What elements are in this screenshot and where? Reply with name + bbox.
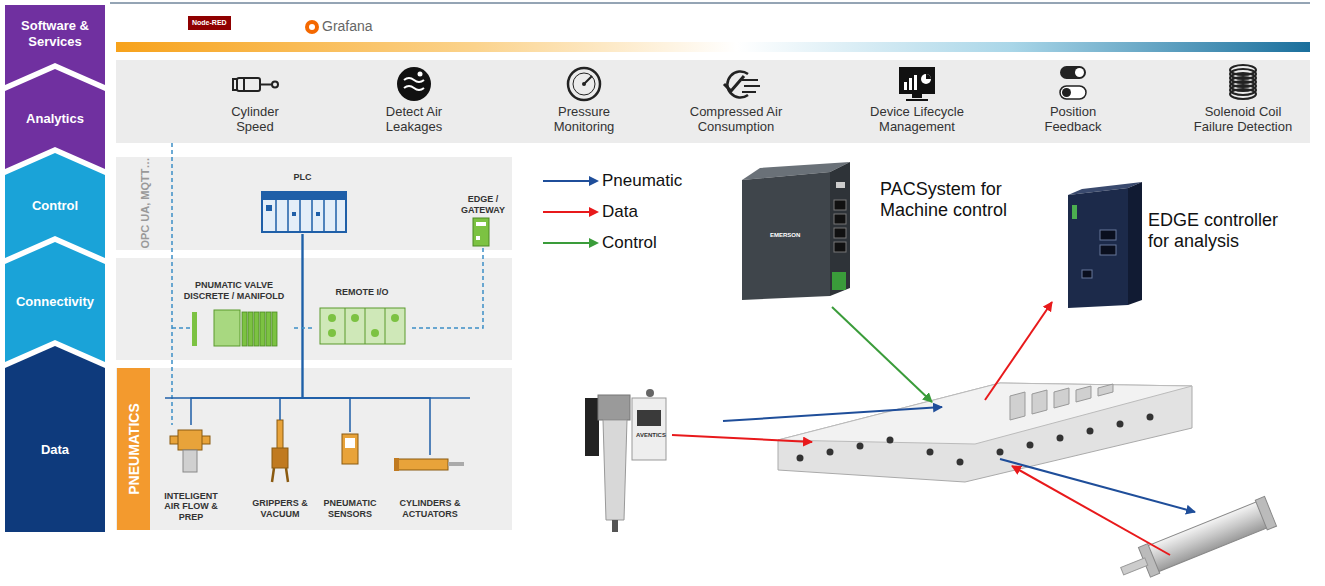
legend-line xyxy=(543,211,591,213)
pneumatic-component: GRIPPERS & VACUUM xyxy=(250,420,310,520)
node-label: CYLINDERS & ACTUATORS xyxy=(394,498,466,520)
node-label: Cylinder Speed xyxy=(220,105,290,135)
brand-print-box: EMERSON xyxy=(770,232,800,239)
node-label: Pressure Monitoring xyxy=(539,105,629,135)
analytics-item: Compressed Air Consumption xyxy=(671,105,801,135)
brand-label-box: Grafana xyxy=(322,18,373,34)
chevron-fill xyxy=(5,346,105,532)
node-label: Software & Services xyxy=(11,18,99,49)
pneumatic-component: PNEUMATIC SENSORS xyxy=(318,432,382,520)
connector xyxy=(303,234,431,455)
gateway-device: EDGE / GATEWAY xyxy=(455,194,511,248)
legend-swatch xyxy=(543,174,599,188)
node-label: GRIPPERS & VACUUM xyxy=(250,498,310,520)
connector xyxy=(303,234,351,432)
remote-io: REMOTE I/O xyxy=(312,287,412,349)
node-label: Compressed Air Consumption xyxy=(671,105,801,135)
layer-chevron: Connectivity xyxy=(5,242,105,362)
legend-arrowhead xyxy=(589,176,599,186)
pneumatics-bar: PNEUMATICS xyxy=(117,368,150,530)
node-label: PNEUMATICS xyxy=(126,403,142,495)
node-label: Node-RED xyxy=(192,19,227,27)
control-band: OPC UA, MQTT… PLC EDGE / GATEWAY xyxy=(116,157,512,250)
legend-line xyxy=(543,242,591,244)
node-label: Analytics xyxy=(26,111,84,127)
legend-label: Control xyxy=(602,233,657,253)
vertical-label: PNEUMATICS xyxy=(126,403,142,495)
node-label: Control xyxy=(32,198,78,214)
plc-device: PLC xyxy=(255,172,350,234)
connector xyxy=(412,248,483,328)
vertical-label: OPC UA, MQTT… xyxy=(139,157,151,248)
pneumatic-component: INTELIGENT AIR FLOW & PREP xyxy=(156,425,226,523)
brand-print-box: AVENTICS xyxy=(636,432,666,439)
analytics-item: Detect Air Leakages xyxy=(369,105,459,135)
analytics-item: Device Lifecycle Management xyxy=(857,105,977,135)
legend-label: Data xyxy=(602,202,638,222)
brand-print: AVENTICS xyxy=(636,432,666,439)
chevron-shape xyxy=(5,346,105,532)
node-label: INTELIGENT AIR FLOW & PREP xyxy=(156,491,226,523)
legend-arrowhead xyxy=(589,238,599,248)
node-label: Position Feedback xyxy=(1033,105,1113,135)
node-label: REMOTE I/O xyxy=(335,287,388,298)
connector xyxy=(280,234,303,420)
legend-swatch xyxy=(543,205,599,219)
analytics-item: Position Feedback xyxy=(1033,105,1113,135)
node-label: Detect Air Leakages xyxy=(369,105,459,135)
node-label: Device Lifecycle Management xyxy=(857,105,977,135)
node-label: Solenoid Coil Failure Detection xyxy=(1184,105,1302,135)
device-label: EDGE controller for analysis xyxy=(1148,210,1293,251)
legend-row: Data xyxy=(543,196,682,227)
device-label-box: EDGE controller for analysis xyxy=(1148,210,1293,251)
analytics-item: Pressure Monitoring xyxy=(539,105,629,135)
node-label: OPC UA, MQTT… xyxy=(139,157,151,248)
valve-manifold: PNUMATIC VALVE DISCRETE / MANIFOLD xyxy=(174,280,294,350)
node-label: PNUMATIC VALVE DISCRETE / MANIFOLD xyxy=(174,280,294,302)
node-label: PNEUMATIC SENSORS xyxy=(318,498,382,520)
chevron-fill xyxy=(5,242,105,362)
analytics-item: Solenoid Coil Failure Detection xyxy=(1184,105,1302,135)
legend-swatch xyxy=(543,236,599,250)
legend-arrowhead xyxy=(589,207,599,217)
analytics-item: Cylinder Speed xyxy=(220,105,290,135)
legend: PneumaticDataControl xyxy=(543,165,682,258)
device-label: PACSystem for Machine control xyxy=(880,179,1030,220)
device-label-box: PACSystem for Machine control xyxy=(880,179,1030,220)
brand-print: EMERSON xyxy=(770,232,800,239)
logo-box: Node-RED xyxy=(188,16,231,30)
connector xyxy=(191,234,303,425)
brand-label: Grafana xyxy=(322,18,373,34)
node-label: Data xyxy=(41,442,69,458)
pneumatic-component: CYLINDERS & ACTUATORS xyxy=(394,455,466,520)
legend-row: Pneumatic xyxy=(543,165,682,196)
layer-chevron: Data xyxy=(5,346,105,532)
connector xyxy=(294,327,312,329)
node-label: Connectivity xyxy=(16,294,94,310)
node-label: PLC xyxy=(294,172,312,183)
legend-row: Control xyxy=(543,227,682,258)
legend-label: Pneumatic xyxy=(602,171,682,191)
node-label: EDGE / GATEWAY xyxy=(455,194,511,216)
legend-line xyxy=(543,180,591,182)
